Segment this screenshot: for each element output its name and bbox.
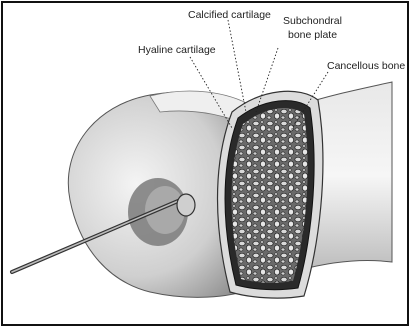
label-cancellous-bone: Cancellous bone — [327, 60, 405, 72]
label-calcified-cartilage: Calcified cartilage — [188, 9, 271, 21]
label-subchondral-line1: Subchondral — [283, 15, 342, 27]
probe-tip — [177, 194, 195, 216]
label-hyaline-cartilage: Hyaline cartilage — [138, 44, 216, 56]
label-subchondral-line2: bone plate — [288, 29, 337, 41]
cancellous-bone — [232, 108, 308, 283]
